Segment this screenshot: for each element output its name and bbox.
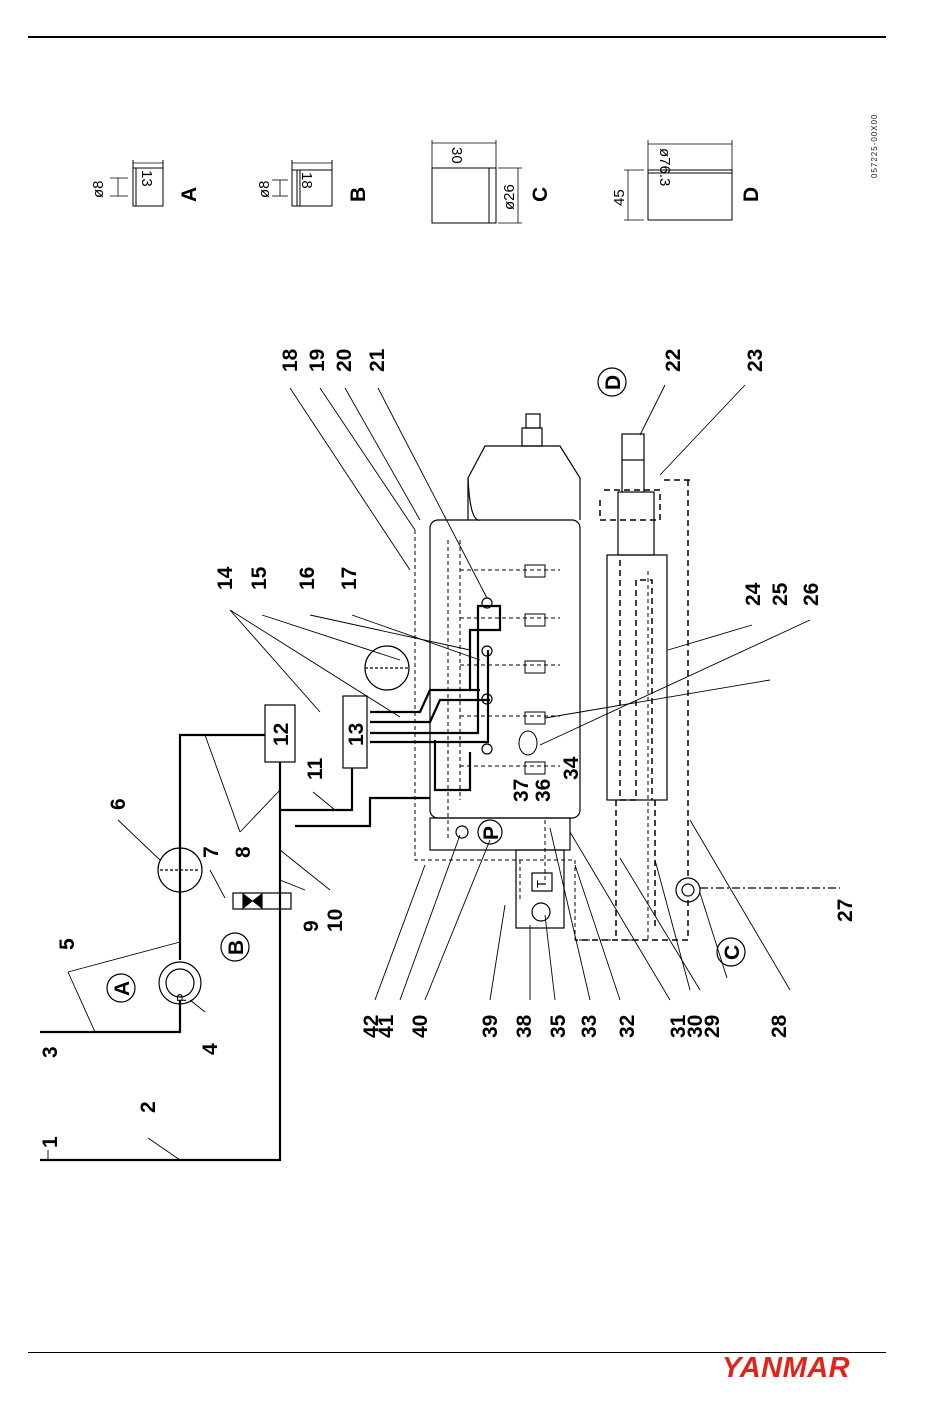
engine-block: [430, 414, 580, 928]
callout-23: 23: [744, 349, 767, 372]
callout-6: 6: [107, 798, 130, 810]
detail-a-letter: A: [178, 187, 201, 202]
nozzle-row: [519, 565, 545, 774]
callout-16: 16: [296, 567, 319, 590]
callout-19: 19: [306, 349, 329, 372]
circle-c-symbol: C: [721, 945, 744, 960]
callout-14: 14: [214, 566, 237, 590]
callout-13: 13: [345, 723, 368, 746]
circle-b-symbol: B: [225, 940, 248, 955]
callout-28: 28: [768, 1014, 791, 1038]
callout-5: 5: [56, 938, 79, 950]
callout-37: 37: [510, 779, 533, 802]
detail-a-length: 13: [138, 170, 155, 187]
detail-d-length: 45: [611, 189, 628, 206]
callout-7: 7: [200, 846, 223, 858]
callout-11: 11: [304, 757, 327, 780]
detail-c-diameter: ø26: [501, 184, 518, 210]
callout-26: 26: [800, 583, 823, 606]
pump-p-symbol: P: [480, 826, 503, 840]
callout-1: 1: [39, 1136, 62, 1148]
callout-39: 39: [479, 1015, 502, 1038]
callout-10: 10: [324, 909, 347, 932]
callout-8: 8: [232, 846, 255, 858]
callout-34: 34: [560, 756, 583, 780]
detail-d: [624, 140, 732, 220]
callout-25: 25: [769, 582, 792, 606]
callout-42: 42: [360, 1015, 383, 1038]
callout-40: 40: [409, 1015, 432, 1038]
callout-35: 35: [547, 1014, 570, 1038]
detail-b-letter: B: [347, 187, 370, 202]
callout-32: 32: [616, 1015, 639, 1038]
thermostat-symbol: T: [534, 880, 549, 888]
callout-3: 3: [39, 1046, 62, 1058]
detail-a-diameter: ø8: [90, 180, 107, 198]
callout-12: 12: [270, 723, 293, 746]
callout-33: 33: [578, 1015, 601, 1038]
callout-15: 15: [248, 566, 271, 590]
fuel-lines: [40, 606, 500, 1160]
callout-2: 2: [137, 1101, 160, 1113]
leader-lines: [48, 385, 810, 1160]
heat-exchanger: [607, 434, 667, 800]
callout-24: 24: [742, 582, 765, 606]
pump-symbol: P: [174, 993, 189, 1002]
callout-20: 20: [333, 349, 356, 372]
callout-21: 21: [366, 348, 389, 372]
detail-b-length: 18: [298, 172, 315, 189]
circle-a-symbol: A: [111, 981, 134, 996]
detail-b-diameter: ø8: [256, 180, 273, 198]
circle-d-symbol: D: [602, 375, 625, 390]
callout-4: 4: [199, 1043, 222, 1055]
detail-d-diameter: ø76.3: [656, 148, 673, 186]
detail-c-letter: C: [529, 187, 552, 202]
callout-17: 17: [338, 567, 361, 590]
callout-36: 36: [532, 779, 555, 802]
callout-22: 22: [662, 349, 685, 372]
callout-9: 9: [300, 920, 323, 932]
detail-d-letter: D: [740, 187, 763, 202]
callout-27: 27: [834, 899, 857, 922]
callout-31: 31: [667, 1014, 690, 1038]
detail-c-length: 30: [448, 147, 465, 164]
callout-38: 38: [513, 1014, 536, 1038]
callout-18: 18: [279, 348, 302, 372]
